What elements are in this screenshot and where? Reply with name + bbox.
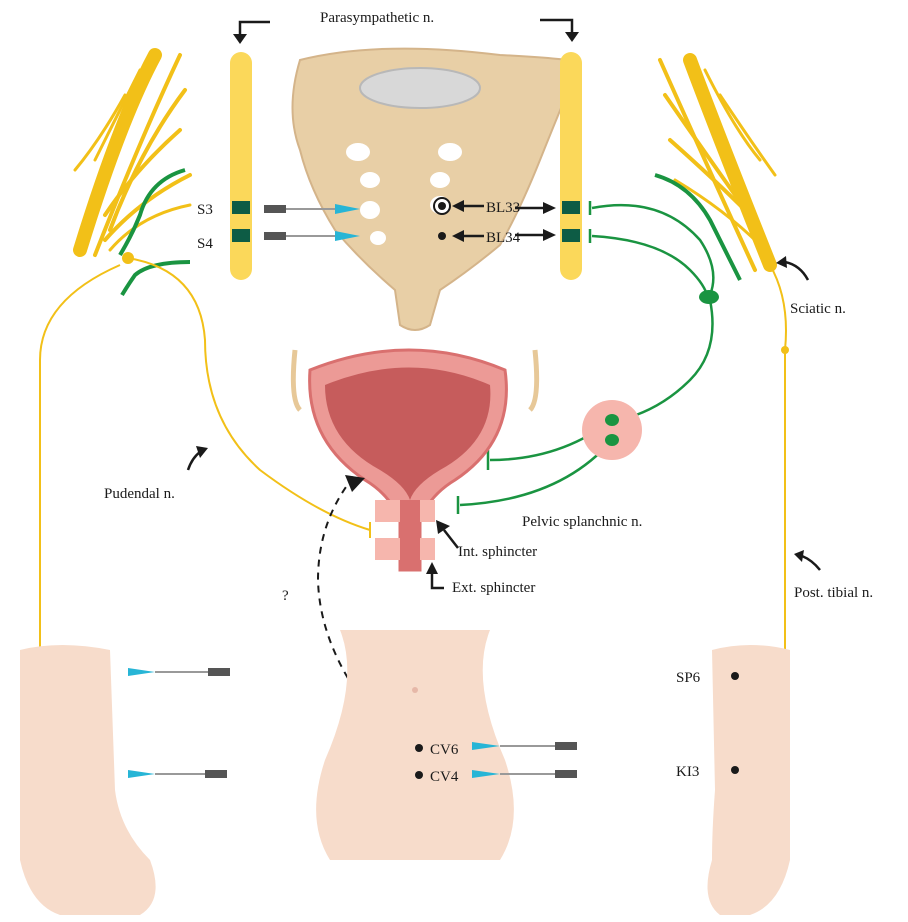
acupoint-dot-icon: [731, 766, 739, 774]
right-foot: [708, 645, 791, 915]
arrow-icon: [565, 32, 579, 42]
segment-s4-right: [562, 229, 580, 242]
acupoint-dot-icon: [438, 232, 446, 240]
left-foot: [20, 645, 156, 915]
arrow-icon: [540, 20, 572, 34]
ganglion: [699, 290, 719, 304]
arrow-icon: [233, 34, 247, 44]
segment-s4-left: [232, 229, 250, 242]
label-cv6: CV6: [430, 742, 459, 758]
label-sp6: SP6: [676, 670, 701, 686]
label-pudendal: Pudendal n.: [104, 486, 175, 502]
spinal-cord-left: [230, 52, 252, 280]
sacrum: [293, 49, 581, 330]
label-bl33: BL33: [486, 200, 520, 216]
sacral-plexus-left: [75, 55, 190, 255]
label-int-sphincter: Int. sphincter: [458, 544, 537, 560]
acupoint-dot-icon: [731, 672, 739, 680]
label-bl34: BL34: [486, 230, 521, 246]
label-s3: S3: [197, 202, 213, 218]
pelvic-splanchnic-paths: [460, 205, 713, 505]
acupoint-dot-icon: [438, 202, 446, 210]
arrow-icon: [240, 22, 270, 36]
spinal-cord-right: [560, 52, 582, 280]
segment-s3-right: [562, 201, 580, 214]
label-pelvic-splanchnic: Pelvic splanchnic n.: [522, 514, 642, 530]
pelvic-ganglion: [582, 400, 642, 460]
label-sciatic: Sciatic n.: [790, 301, 846, 317]
label-ext-sphincter: Ext. sphincter: [452, 580, 535, 596]
needle-icon: [128, 668, 230, 676]
needle-icon: [128, 770, 227, 778]
label-cv4: CV4: [430, 769, 459, 785]
segment-s3-left: [232, 201, 250, 214]
label-post-tibial: Post. tibial n.: [794, 585, 873, 601]
label-question: ?: [282, 588, 289, 604]
label-s4: S4: [197, 236, 213, 252]
acupoint-dot-icon: [415, 744, 423, 752]
acupoint-dot-icon: [415, 771, 423, 779]
label-parasympathetic: Parasympathetic n.: [320, 10, 434, 26]
label-ki3: KI3: [676, 764, 699, 780]
